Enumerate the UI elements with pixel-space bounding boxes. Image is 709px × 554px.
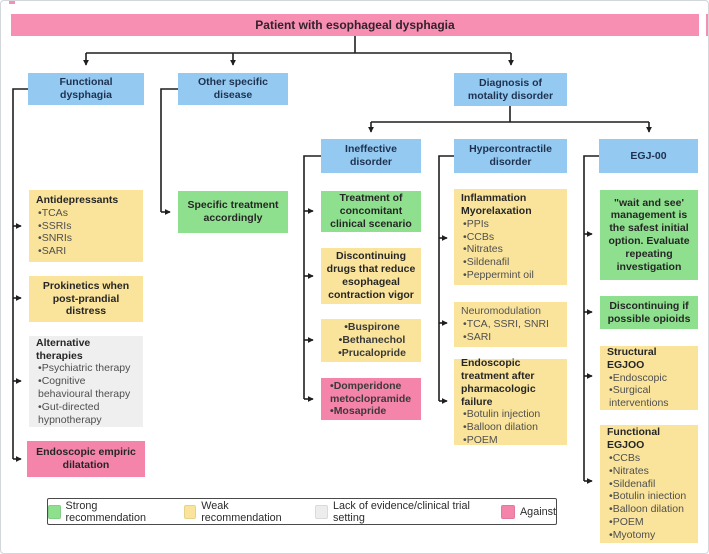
box-prokinetic-agents: Buspirone Bethanechol Prucalopride: [321, 319, 421, 362]
box-text: Discontinuing drugs that reduce esophage…: [326, 250, 416, 301]
box-specific-treatment: Specific treatment accordingly: [178, 191, 288, 233]
box-neuromodulation: Neuromodulation TCA, SSRI, SNRI SARI: [454, 302, 567, 347]
list-item: POEM: [607, 516, 691, 529]
legend-label: Weak recommendation: [201, 499, 282, 524]
box-text: Specific treatment accordingly: [187, 199, 279, 224]
list-item: CCBs: [607, 452, 691, 465]
list-item: Cognitive behavioural therapy: [36, 375, 136, 401]
strong-recommendation-swatch-icon: [48, 504, 61, 519]
box-title: Endoscopic treatment after pharmacologic…: [461, 357, 536, 408]
box-structural-egjoo: Structural EGJOO Endoscopic Surgical int…: [600, 346, 698, 410]
legend-label: Lack of evidence/clinical trial setting: [333, 499, 470, 524]
box-item-list: Botulin injection Balloon dilation POEM: [461, 408, 560, 446]
pink-edge-sliver-right: [706, 14, 708, 36]
list-item: Surgical interventions: [607, 384, 691, 410]
box-text: Prokinetics when post-prandial distress: [42, 279, 130, 318]
box-wait-and-see: "wait and see' management is the safest …: [600, 190, 698, 280]
list-item: CCBs: [461, 231, 560, 244]
against-swatch-icon: [500, 504, 515, 519]
box-discontinuing-opioids: Discontinuing if possible opioids: [600, 296, 698, 329]
branch-label: Ineffective disorder: [345, 143, 397, 168]
box-functional-egjoo: Functional EGJOO CCBs Nitrates Sildenafi…: [600, 425, 698, 543]
box-title: Neuromodulation: [461, 305, 541, 318]
weak-recommendation-swatch-icon: [183, 504, 197, 519]
list-item: Prucalopride: [336, 347, 406, 360]
list-item: Botulin injection: [461, 408, 560, 421]
list-item: Botulin iniection: [607, 490, 691, 503]
list-item: Nitrates: [461, 243, 560, 256]
branch-label: Diagnosis of motality disorder: [467, 76, 554, 102]
list-item: Balloon dilation: [607, 503, 691, 516]
branch-label: Functional dysphagia: [59, 76, 113, 101]
box-title: Alternative therapies: [36, 336, 91, 362]
branch-egj-00: EGJ-00: [599, 139, 698, 173]
list-item: Bethanechol: [336, 334, 406, 347]
list-item: Psychiatric therapy: [36, 362, 136, 375]
list-item: TCAs: [36, 207, 136, 220]
box-item-list: CCBs Nitrates Sildenafil Botulin iniecti…: [607, 452, 691, 542]
box-prokinetics: Prokinetics when post-prandial distress: [29, 276, 143, 322]
box-item-list: Endoscopic Surgical interventions: [607, 372, 691, 410]
box-alternative-therapies: Alternative therapies Psychiatric therap…: [29, 336, 143, 427]
list-item: Domperidone metoclopramide: [328, 380, 414, 406]
pink-edge-notch-top: [9, 1, 15, 4]
legend-label: Strong recommendation: [65, 499, 146, 524]
legend-item-strong: Strong recommendation: [48, 500, 167, 524]
list-item: SARI: [461, 331, 560, 344]
branch-label: Other specific disease: [197, 76, 269, 101]
list-item: Endoscopic: [607, 372, 691, 385]
list-item: Balloon dilation: [461, 421, 560, 434]
box-text: Treatment of concomitant clinical scenar…: [330, 192, 412, 230]
box-endoscopic-after-failure: Endoscopic treatment after pharmacologic…: [454, 357, 567, 446]
list-item: TCA, SSRI, SNRI: [461, 318, 560, 331]
list-item: Sildenafil: [607, 478, 691, 491]
legend-item-against: Against: [500, 504, 556, 519]
list-item: PPIs: [461, 218, 560, 231]
box-item-list: Psychiatric therapy Cognitive behavioura…: [36, 362, 136, 426]
legend-label: Against: [519, 505, 556, 518]
box-text: "wait and see' management is the safest …: [608, 196, 690, 273]
box-discontinuing-drugs: Discontinuing drugs that reduce esophage…: [321, 248, 421, 304]
legend-item-lack-of-evidence: Lack of evidence/clinical trial setting: [315, 500, 484, 524]
list-item: Myotomy: [607, 529, 691, 542]
branch-functional-dysphagia: Functional dysphagia: [28, 73, 144, 105]
branch-hypercontractile-disorder: Hypercontractile disorder: [454, 139, 567, 173]
branch-label: EGJ-00: [630, 149, 667, 162]
box-title: Antidepressants: [36, 194, 119, 206]
branch-diagnosis-motality-disorder: Diagnosis of motality disorder: [454, 73, 567, 106]
lack-of-evidence-swatch-icon: [315, 504, 329, 519]
list-item: Buspirone: [336, 321, 406, 334]
box-item-list: TCA, SSRI, SNRI SARI: [461, 318, 560, 344]
box-title: Functional EGJOO: [607, 426, 661, 452]
list-item: Peppermint oil: [461, 269, 560, 282]
list-item: Gut-directed hypnotherapy: [36, 401, 136, 427]
box-item-list: TCAs SSRIs SNRIs SARI: [36, 207, 136, 258]
box-title: Structural EGJOO: [607, 346, 657, 371]
legend-item-weak: Weak recommendation: [183, 499, 299, 524]
box-item-list: Buspirone Bethanechol Prucalopride: [336, 321, 406, 359]
list-item: Sildenafil: [461, 256, 560, 269]
branch-other-specific-disease: Other specific disease: [178, 73, 288, 105]
box-title: Inflammation Myorelaxation: [461, 192, 532, 218]
branch-ineffective-disorder: Ineffective disorder: [321, 139, 421, 173]
box-endoscopic-empiric-dilatation: Endoscopic empiric dilatation: [27, 441, 145, 477]
root-banner: Patient with esophageal dysphagia: [11, 14, 699, 36]
box-text: Endoscopic empiric dilatation: [36, 446, 136, 471]
list-item: Mosapride: [328, 405, 414, 418]
root-banner-label: Patient with esophageal dysphagia: [255, 17, 455, 32]
legend: Strong recommendation Weak recommendatio…: [47, 498, 557, 525]
box-antidepressants: Antidepressants TCAs SSRIs SNRIs SARI: [29, 190, 143, 262]
branch-label: Hypercontractile disorder: [469, 143, 552, 168]
list-item: POEM: [461, 434, 560, 447]
box-inflammation-myorelaxation: Inflammation Myorelaxation PPIs CCBs Nit…: [454, 189, 567, 285]
box-domperidone-mosapride: Domperidone metoclopramide Mosapride: [321, 378, 421, 420]
box-treatment-concomitant: Treatment of concomitant clinical scenar…: [321, 191, 421, 232]
list-item: SARI: [36, 245, 136, 258]
list-item: Nitrates: [607, 465, 691, 478]
list-item: SNRIs: [36, 232, 136, 245]
box-item-list: PPIs CCBs Nitrates Sildenafil Peppermint…: [461, 218, 560, 282]
box-text: Discontinuing if possible opioids: [607, 299, 691, 325]
list-item: SSRIs: [36, 220, 136, 233]
box-item-list: Domperidone metoclopramide Mosapride: [328, 380, 414, 418]
